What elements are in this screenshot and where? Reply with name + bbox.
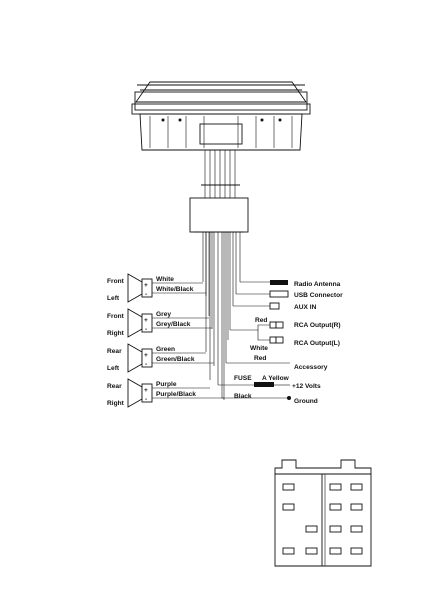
- polarity-plus: +: [144, 282, 148, 289]
- polarity-minus: -: [145, 291, 147, 298]
- label-power: +12 Volts: [292, 383, 321, 390]
- speaker-side-label: Right: [107, 400, 125, 407]
- wire-harness-bundle: [189, 150, 249, 233]
- connector-pin: [305, 547, 318, 555]
- connector-pin: [282, 503, 295, 511]
- usb-connector-icon: [269, 290, 289, 298]
- speaker-icon: [127, 308, 143, 338]
- connector-pin: [329, 503, 342, 511]
- iso-connector-pinout: [274, 459, 372, 567]
- speaker-position-label: Front: [107, 278, 125, 285]
- label-rca-left: RCA Output(L): [294, 340, 340, 347]
- head-unit-illustration: [131, 81, 311, 151]
- wire-label-positive: White: [156, 276, 174, 283]
- rca-right-plug-icon: [269, 321, 277, 329]
- speaker-side-label: Left: [107, 365, 120, 372]
- polarity-minus: -: [145, 361, 147, 368]
- connector-pin: [329, 547, 342, 555]
- aux-jack-icon: [269, 302, 280, 310]
- connector-pin: [329, 483, 342, 491]
- speaker-position-label: Rear: [107, 348, 122, 355]
- wire-label-positive: Purple: [156, 381, 177, 388]
- wire-label-positive: Green: [156, 346, 175, 353]
- ground-terminal-icon: [287, 396, 291, 400]
- polarity-plus: +: [144, 317, 148, 324]
- label-fuse-rating: A Yellow: [262, 375, 290, 382]
- speaker-position-label: Front: [107, 313, 125, 320]
- label-rca-red: Red: [255, 317, 267, 324]
- wire-label-positive: Grey: [156, 311, 171, 318]
- wire-label-negative: Green/Black: [156, 356, 195, 363]
- connector-pin: [305, 525, 318, 533]
- label-ground: Ground: [294, 398, 318, 405]
- right-labels: Radio Antenna USB Connector AUX IN Red R…: [234, 281, 343, 405]
- connector-pin: [350, 525, 363, 533]
- wire-label-negative: Purple/Black: [156, 391, 196, 398]
- connector-pin: [329, 525, 342, 533]
- polarity-plus: +: [144, 352, 148, 359]
- label-accessory: Accessory: [294, 364, 328, 371]
- antenna-plug-icon: [270, 280, 288, 285]
- speaker-side-label: Left: [107, 295, 120, 302]
- polarity-minus: -: [145, 396, 147, 403]
- label-radio-antenna: Radio Antenna: [294, 281, 341, 288]
- polarity-minus: -: [145, 326, 147, 333]
- connector-pin: [282, 547, 295, 555]
- speaker-icon: [127, 378, 143, 408]
- fuse-icon: [254, 382, 274, 387]
- wire-label-negative: Grey/Black: [156, 321, 191, 328]
- label-ground-wire: Black: [234, 393, 252, 400]
- right-connections: [218, 280, 291, 400]
- polarity-plus: +: [144, 387, 148, 394]
- connector-pin: [350, 547, 363, 555]
- speaker-icon: [127, 343, 143, 373]
- label-usb-connector: USB Connector: [294, 292, 343, 299]
- speaker-side-label: Right: [107, 330, 125, 337]
- connector-pin: [350, 503, 363, 511]
- label-aux-in: AUX IN: [294, 304, 317, 311]
- label-rca-white: White: [250, 345, 268, 352]
- connector-pin: [350, 483, 363, 491]
- wire-label-negative: White/Black: [156, 286, 194, 293]
- label-accessory-wire: Red: [254, 355, 266, 362]
- rca-left-plug-icon: [269, 336, 277, 344]
- trunk-wires: [202, 232, 241, 400]
- label-fuse: FUSE: [234, 375, 252, 382]
- speaker-icon: [127, 273, 143, 303]
- connector-pin: [282, 483, 295, 491]
- speaker-position-label: Rear: [107, 383, 122, 390]
- label-rca-right: RCA Output(R): [294, 322, 341, 329]
